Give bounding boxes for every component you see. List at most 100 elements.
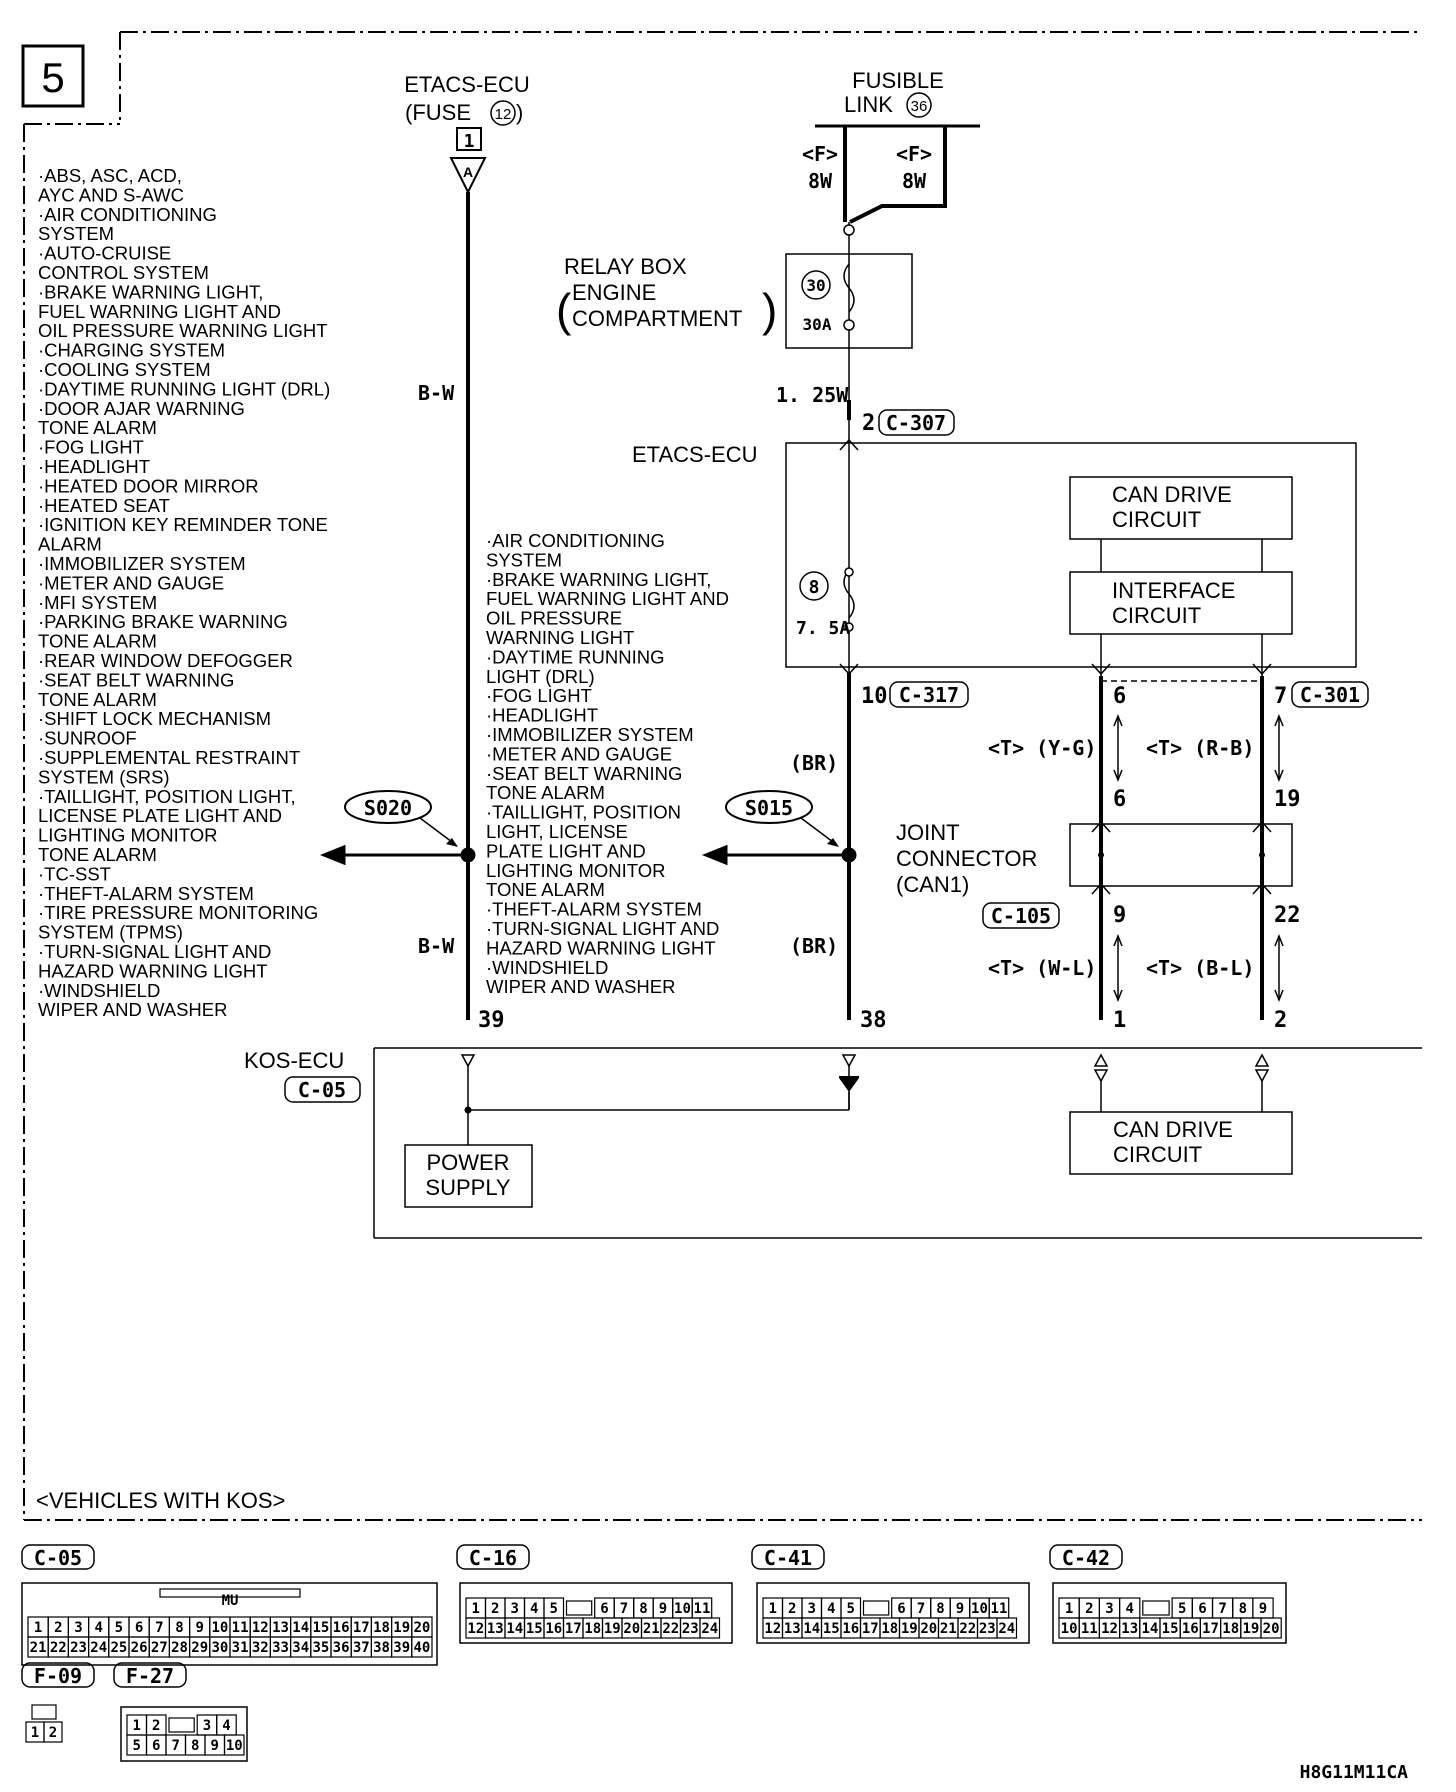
c16-cell-number: 17	[565, 1621, 582, 1637]
c41-label: C-41	[764, 1546, 812, 1570]
page-number-box	[21, 44, 85, 108]
c05-cell-number: 19	[393, 1620, 410, 1636]
wire-br-upper: (BR)	[790, 751, 838, 775]
c41-cell-number: 1	[769, 1601, 777, 1617]
list-item: ·TAILLIGHT, POSITION	[486, 802, 681, 823]
c05-cell	[411, 1636, 433, 1658]
c41-cell-number: 18	[881, 1621, 898, 1637]
f27-cell-number: 5	[133, 1738, 141, 1754]
list-item: TONE ALARM	[38, 844, 157, 865]
list-item: ·TC-SST	[38, 863, 111, 884]
c42-cell-number: 3	[1105, 1601, 1113, 1617]
c16-key-slot	[565, 1600, 593, 1616]
c41-cell-number: 15	[823, 1621, 840, 1637]
c05-label-box	[21, 1544, 95, 1570]
c05-cell-number: 28	[171, 1640, 188, 1656]
etacs-ecu-title: ETACS-ECU	[632, 442, 758, 467]
c16-cell-number: 21	[643, 1621, 660, 1637]
c16-cell-number: 12	[467, 1621, 484, 1637]
c16-cell-number: 2	[491, 1601, 499, 1617]
list-item: ·DAYTIME RUNNING	[486, 646, 665, 667]
joint-connector-line3: (CAN1)	[896, 872, 969, 897]
link-number-circle	[906, 92, 932, 118]
f09-label-box	[21, 1662, 95, 1688]
c05-cell-number: 36	[333, 1640, 350, 1656]
left-system-list: ·ABS, ASC, ACD, AYC AND S-AWC·AIR CONDIT…	[38, 165, 330, 1020]
relay-box-paren-right: )	[762, 284, 777, 336]
c05-cell-number: 12	[252, 1620, 269, 1636]
c16-cell-number: 15	[526, 1621, 543, 1637]
c41-cell-number: 12	[764, 1621, 781, 1637]
list-item: ·THEFT-ALARM SYSTEM	[486, 899, 702, 920]
c16-cell-number: 14	[506, 1621, 523, 1637]
list-item: ·IMMOBILIZER SYSTEM	[486, 724, 694, 745]
etacs-internal-wire	[839, 420, 859, 676]
c16-cell-number: 18	[584, 1621, 601, 1637]
c42-cell-number: 16	[1182, 1621, 1199, 1637]
c16-outline	[459, 1582, 733, 1644]
c42-cell-number: 4	[1125, 1601, 1133, 1617]
list-item: WIPER AND WASHER	[38, 999, 227, 1020]
list-item: ·HEATED DOOR MIRROR	[38, 475, 259, 496]
list-item: LIGHT (DRL)	[486, 666, 595, 687]
c05-cell-number: 32	[252, 1640, 269, 1656]
etacs-fuse-label: (FUSE	[405, 100, 471, 125]
list-item: ·AUTO-CRUISE	[38, 243, 171, 264]
joint-pin-bot-a: 9	[1113, 903, 1126, 928]
kos-conn-box	[284, 1076, 361, 1103]
c05-tag: MU	[222, 1593, 239, 1609]
etacs-conn-in-box	[878, 409, 955, 436]
page-number: 5	[41, 54, 64, 101]
c41-cell-number: 23	[979, 1621, 996, 1637]
c42-cell-number: 6	[1198, 1601, 1206, 1617]
kos-pin-bw: 39	[478, 1008, 505, 1033]
c41-key-slot	[862, 1600, 890, 1616]
splice-branches	[319, 844, 857, 866]
fuse-number: 12	[495, 106, 512, 123]
c05-cell-number: 37	[353, 1640, 370, 1656]
etacs-conn-out-box	[889, 681, 969, 708]
c05-cell-number: 21	[30, 1640, 47, 1656]
c05-cell-number: 35	[312, 1640, 329, 1656]
twist-arrows	[1113, 713, 1284, 1003]
kos-can-drive-line1: CAN DRIVE	[1113, 1117, 1233, 1142]
wire-bl: <T> (B-L)	[1146, 956, 1254, 980]
f27-cell-number: 1	[133, 1718, 141, 1734]
left-link-size: 8W	[808, 169, 833, 193]
list-item: ·TURN-SIGNAL LIGHT AND	[38, 941, 271, 962]
c41-cell-number: 4	[827, 1601, 835, 1617]
c05-cell-number: 1	[34, 1620, 42, 1636]
c05-cell-number: 11	[232, 1620, 249, 1636]
c41-cell-number: 10	[971, 1601, 988, 1617]
kos-pin-br: 38	[860, 1008, 887, 1033]
c42-cell-number: 18	[1222, 1621, 1239, 1637]
link-number: 36	[911, 98, 928, 115]
list-item: OIL PRESSURE	[486, 608, 622, 629]
list-item: ·SEAT BELT WARNING	[38, 669, 234, 690]
c42-key-slot	[1142, 1600, 1170, 1616]
list-item: ·BRAKE WARNING LIGHT,	[38, 281, 263, 302]
etacs-conn-can: C-301	[1300, 683, 1360, 707]
list-item: TONE ALARM	[38, 417, 157, 438]
list-item: SYSTEM	[486, 549, 562, 570]
page-frame	[23, 31, 1422, 1521]
list-item: TONE ALARM	[38, 631, 157, 652]
f27-cell	[223, 1734, 245, 1756]
f27-label-box	[113, 1662, 187, 1688]
etacs-interface-line2: CIRCUIT	[1112, 603, 1201, 628]
c05-cell-number: 20	[413, 1620, 430, 1636]
c41-cell-number: 7	[917, 1601, 925, 1617]
c05-cell-number: 2	[54, 1620, 62, 1636]
c16-cell-number: 1	[472, 1601, 480, 1617]
c42-cell-number: 13	[1121, 1621, 1138, 1637]
wire-1-25w: 1. 25W	[776, 383, 849, 407]
c42-cell-number: 1	[1065, 1601, 1073, 1617]
list-item: ·ABS, ASC, ACD,	[38, 165, 182, 186]
list-item: ·TAILLIGHT, POSITION LIGHT,	[38, 786, 296, 807]
list-item: WIPER AND WASHER	[486, 976, 675, 997]
etacs-pin-in: 2	[862, 411, 875, 436]
joint-conn-box	[982, 902, 1060, 929]
f27-cell-number: 8	[191, 1738, 199, 1754]
